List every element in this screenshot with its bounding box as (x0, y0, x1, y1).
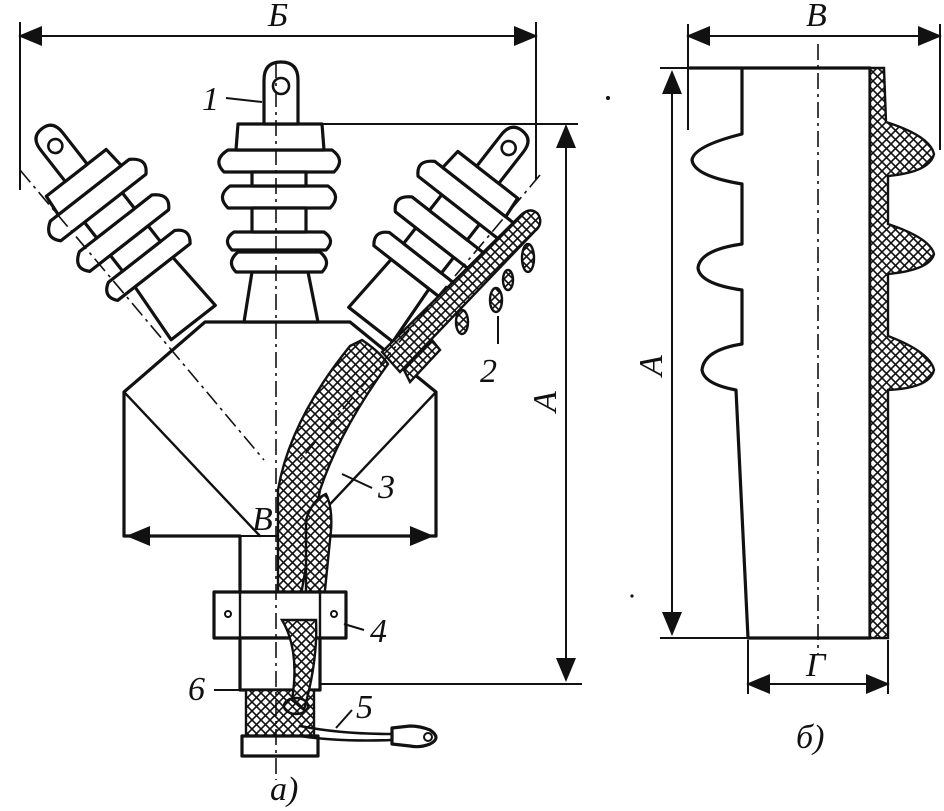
speck (606, 96, 610, 100)
label-dim-g: Г (805, 647, 827, 684)
gland-base (238, 618, 322, 758)
dimension-g-base (746, 640, 890, 694)
insulator-profile (688, 66, 872, 640)
caption-a: а) (270, 771, 298, 808)
figure-b-insulator-section: В А Г б) (633, 0, 942, 756)
label-dim-a-b: А (633, 355, 670, 378)
callout-6: 6 (188, 671, 205, 708)
label-dim-v-top: В (806, 0, 827, 34)
caption-b: б) (796, 719, 824, 756)
callout-2: 2 (480, 353, 497, 390)
dimension-a-height (280, 123, 582, 685)
dimension-b-top (18, 22, 538, 190)
label-dim-v-body: В (252, 501, 273, 538)
callout-4: 4 (370, 613, 387, 650)
cable-core-cutaway (276, 209, 542, 602)
central-insulator (217, 60, 342, 324)
figure-a-termination-sleeve: Б А В 1 2 3 4 5 6 а) (18, 0, 582, 808)
speck (630, 594, 634, 598)
label-dim-a: А (527, 391, 564, 414)
dimension-v-top (686, 24, 942, 150)
callout-1: 1 (202, 81, 219, 118)
left-insulator (34, 123, 217, 342)
callout-5: 5 (356, 689, 373, 726)
callout-3: 3 (377, 469, 395, 506)
grounding-wire (298, 724, 438, 749)
callout-leaders (214, 97, 499, 729)
insulator-wall-section (866, 66, 936, 640)
label-dim-b-top: Б (267, 0, 288, 34)
clamp-collar (212, 590, 348, 640)
